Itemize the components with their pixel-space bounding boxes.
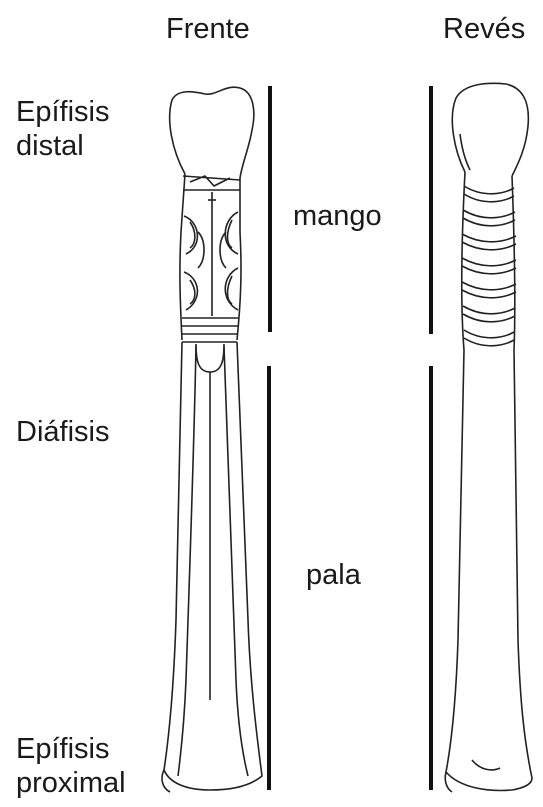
back-rib-4 xyxy=(462,258,516,274)
back-rib-3 xyxy=(462,234,516,250)
back-rib-7 xyxy=(464,330,514,346)
front-blade-groove xyxy=(196,344,224,372)
front-distal-head xyxy=(170,87,254,178)
back-distal-head xyxy=(452,83,528,176)
back-rib-1 xyxy=(464,186,514,202)
front-artifact xyxy=(162,87,262,792)
back-artifact xyxy=(445,83,532,792)
front-blade-outline xyxy=(164,342,262,790)
back-rib-6 xyxy=(463,306,515,322)
front-handle-outline xyxy=(180,174,241,340)
back-rib-2 xyxy=(463,210,515,226)
back-blade-outline xyxy=(446,350,532,790)
back-rib-5 xyxy=(462,282,516,298)
